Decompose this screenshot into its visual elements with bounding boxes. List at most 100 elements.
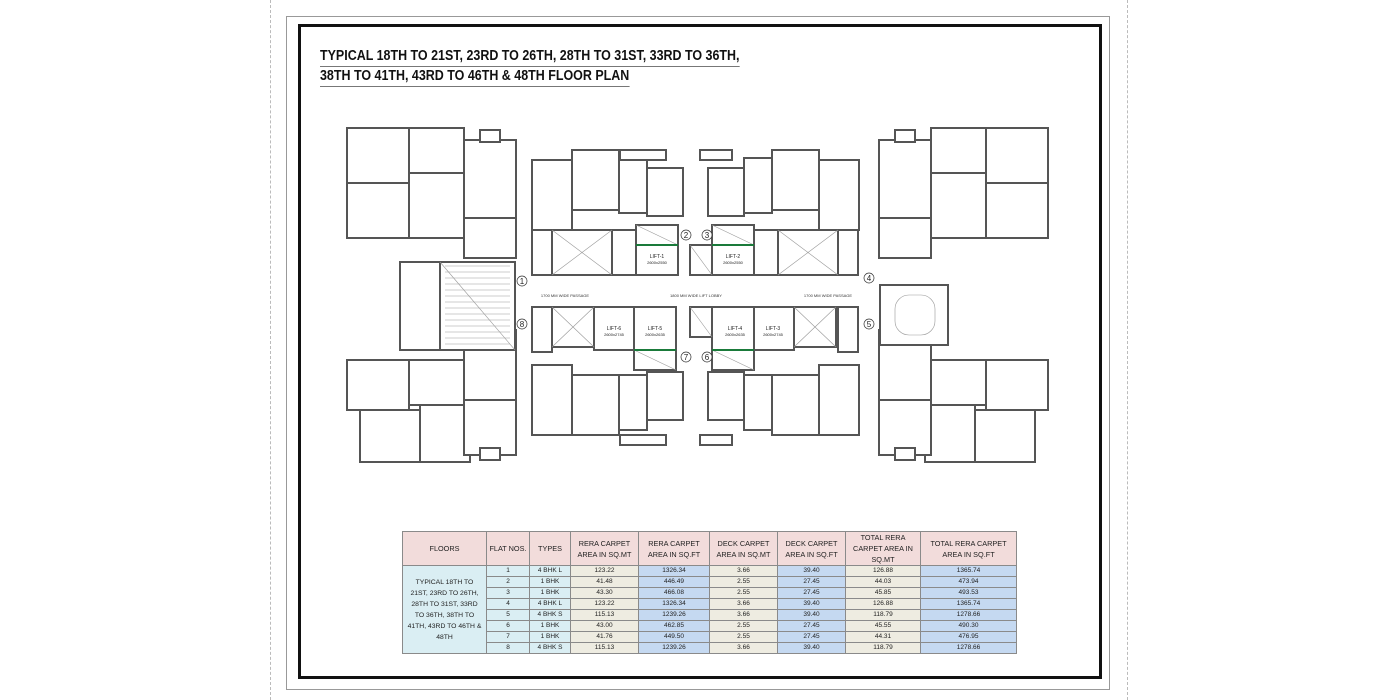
table-cell: 1278.66	[920, 642, 1017, 654]
room-outline	[924, 404, 976, 463]
room-outline	[743, 157, 773, 214]
void-diagonal	[633, 349, 677, 371]
column-header: RERA CARPET AREA IN SQ.FT	[638, 531, 710, 566]
void-diagonal	[551, 306, 595, 348]
lift-label: LIFT-4	[728, 326, 743, 332]
void-diagonal	[711, 349, 755, 371]
table-cell: 27.45	[777, 587, 846, 599]
lift-label: LIFT-5	[648, 326, 663, 332]
flat-marker-6: 6	[705, 353, 710, 362]
room-outline	[408, 359, 465, 406]
flat-marker-4: 4	[867, 274, 872, 283]
stair-well	[894, 294, 936, 336]
column-header: TOTAL RERA CARPET AREA IN SQ.MT	[845, 531, 921, 566]
table-cell: 3.66	[709, 642, 778, 654]
room-outline	[894, 129, 916, 143]
room-outline	[571, 374, 620, 436]
table-cell: 44.03	[845, 576, 921, 588]
room-outline	[699, 149, 733, 161]
table-cell: 39.40	[777, 598, 846, 610]
room-outline	[985, 359, 1049, 411]
column-header: FLOORS	[402, 531, 487, 566]
room-outline	[346, 127, 410, 184]
lift-size: 2600x2550	[723, 260, 744, 265]
room-outline	[743, 374, 773, 431]
room-outline	[646, 167, 684, 217]
column-header: FLAT NOS.	[486, 531, 530, 566]
room-outline	[463, 217, 517, 259]
lift-label: LIFT-2	[726, 254, 741, 260]
lift-label: LIFT-3	[766, 326, 781, 332]
outer-frame	[286, 16, 1110, 690]
table-cell: 3	[486, 587, 530, 599]
passage-right-label: 1700 MM WIDE PASSAGE	[804, 293, 852, 298]
table-cell: 2.55	[709, 631, 778, 643]
room-outline	[894, 447, 916, 461]
room-outline	[359, 409, 421, 463]
room-outline	[771, 374, 820, 436]
table-cell: 4 BHK S	[529, 642, 571, 654]
table-cell: 490.30	[920, 620, 1017, 632]
table-cell: 1 BHK	[529, 620, 571, 632]
table-cell: 1365.74	[920, 565, 1017, 577]
room-outline	[463, 399, 517, 456]
table-cell: 118.79	[845, 609, 921, 621]
table-cell: 39.40	[777, 609, 846, 621]
room-outline	[711, 306, 755, 351]
lift-size: 2600x2635	[645, 332, 666, 337]
room-outline	[479, 447, 501, 461]
void-diagonal	[551, 229, 613, 276]
room-outline	[408, 127, 465, 174]
table-cell: 4 BHK L	[529, 598, 571, 610]
table-cell: 2	[486, 576, 530, 588]
room-outline	[611, 229, 637, 276]
table-cell: 1326.34	[638, 598, 710, 610]
flat-marker-circle	[701, 229, 713, 241]
table-cell: 39.40	[777, 565, 846, 577]
room-outline	[646, 371, 684, 421]
room-outline	[531, 159, 573, 231]
lift-label: LIFT-1	[650, 254, 665, 260]
table-cell: 126.88	[845, 598, 921, 610]
room-outline	[818, 159, 860, 231]
void-diagonal	[793, 306, 837, 348]
table-cell: 1	[486, 565, 530, 577]
room-outline	[878, 399, 932, 456]
flat-marker-circle	[701, 351, 713, 363]
table-cell: 27.45	[777, 620, 846, 632]
room-outline	[419, 404, 471, 463]
room-outline	[878, 139, 932, 219]
table-cell: 123.22	[570, 565, 639, 577]
table-cell: 493.53	[920, 587, 1017, 599]
room-outline	[618, 374, 648, 431]
room-outline	[618, 157, 648, 214]
table-cell: 27.45	[777, 576, 846, 588]
table-cell: 3.66	[709, 565, 778, 577]
table-cell: 4 BHK L	[529, 565, 571, 577]
table-cell: 3.66	[709, 609, 778, 621]
table-cell: 462.85	[638, 620, 710, 632]
lift-size: 2600x2550	[647, 260, 668, 265]
table-cell: 466.08	[638, 587, 710, 599]
flat-marker-8: 8	[520, 320, 525, 329]
room-outline	[633, 306, 677, 351]
room-outline	[619, 149, 667, 161]
room-outline	[879, 284, 949, 346]
column-header: RERA CARPET AREA IN SQ.MT	[570, 531, 639, 566]
table-cell: 449.50	[638, 631, 710, 643]
table-cell: 1278.66	[920, 609, 1017, 621]
room-outline	[771, 149, 820, 211]
flat-marker-circle	[680, 229, 692, 241]
column-header: TOTAL RERA CARPET AREA IN SQ.FT	[920, 531, 1017, 566]
table-cell: 2.55	[709, 620, 778, 632]
room-outline	[930, 127, 987, 174]
room-outline	[571, 149, 620, 211]
table-cell: 123.22	[570, 598, 639, 610]
room-outline	[399, 261, 441, 351]
table-cell: 126.88	[845, 565, 921, 577]
